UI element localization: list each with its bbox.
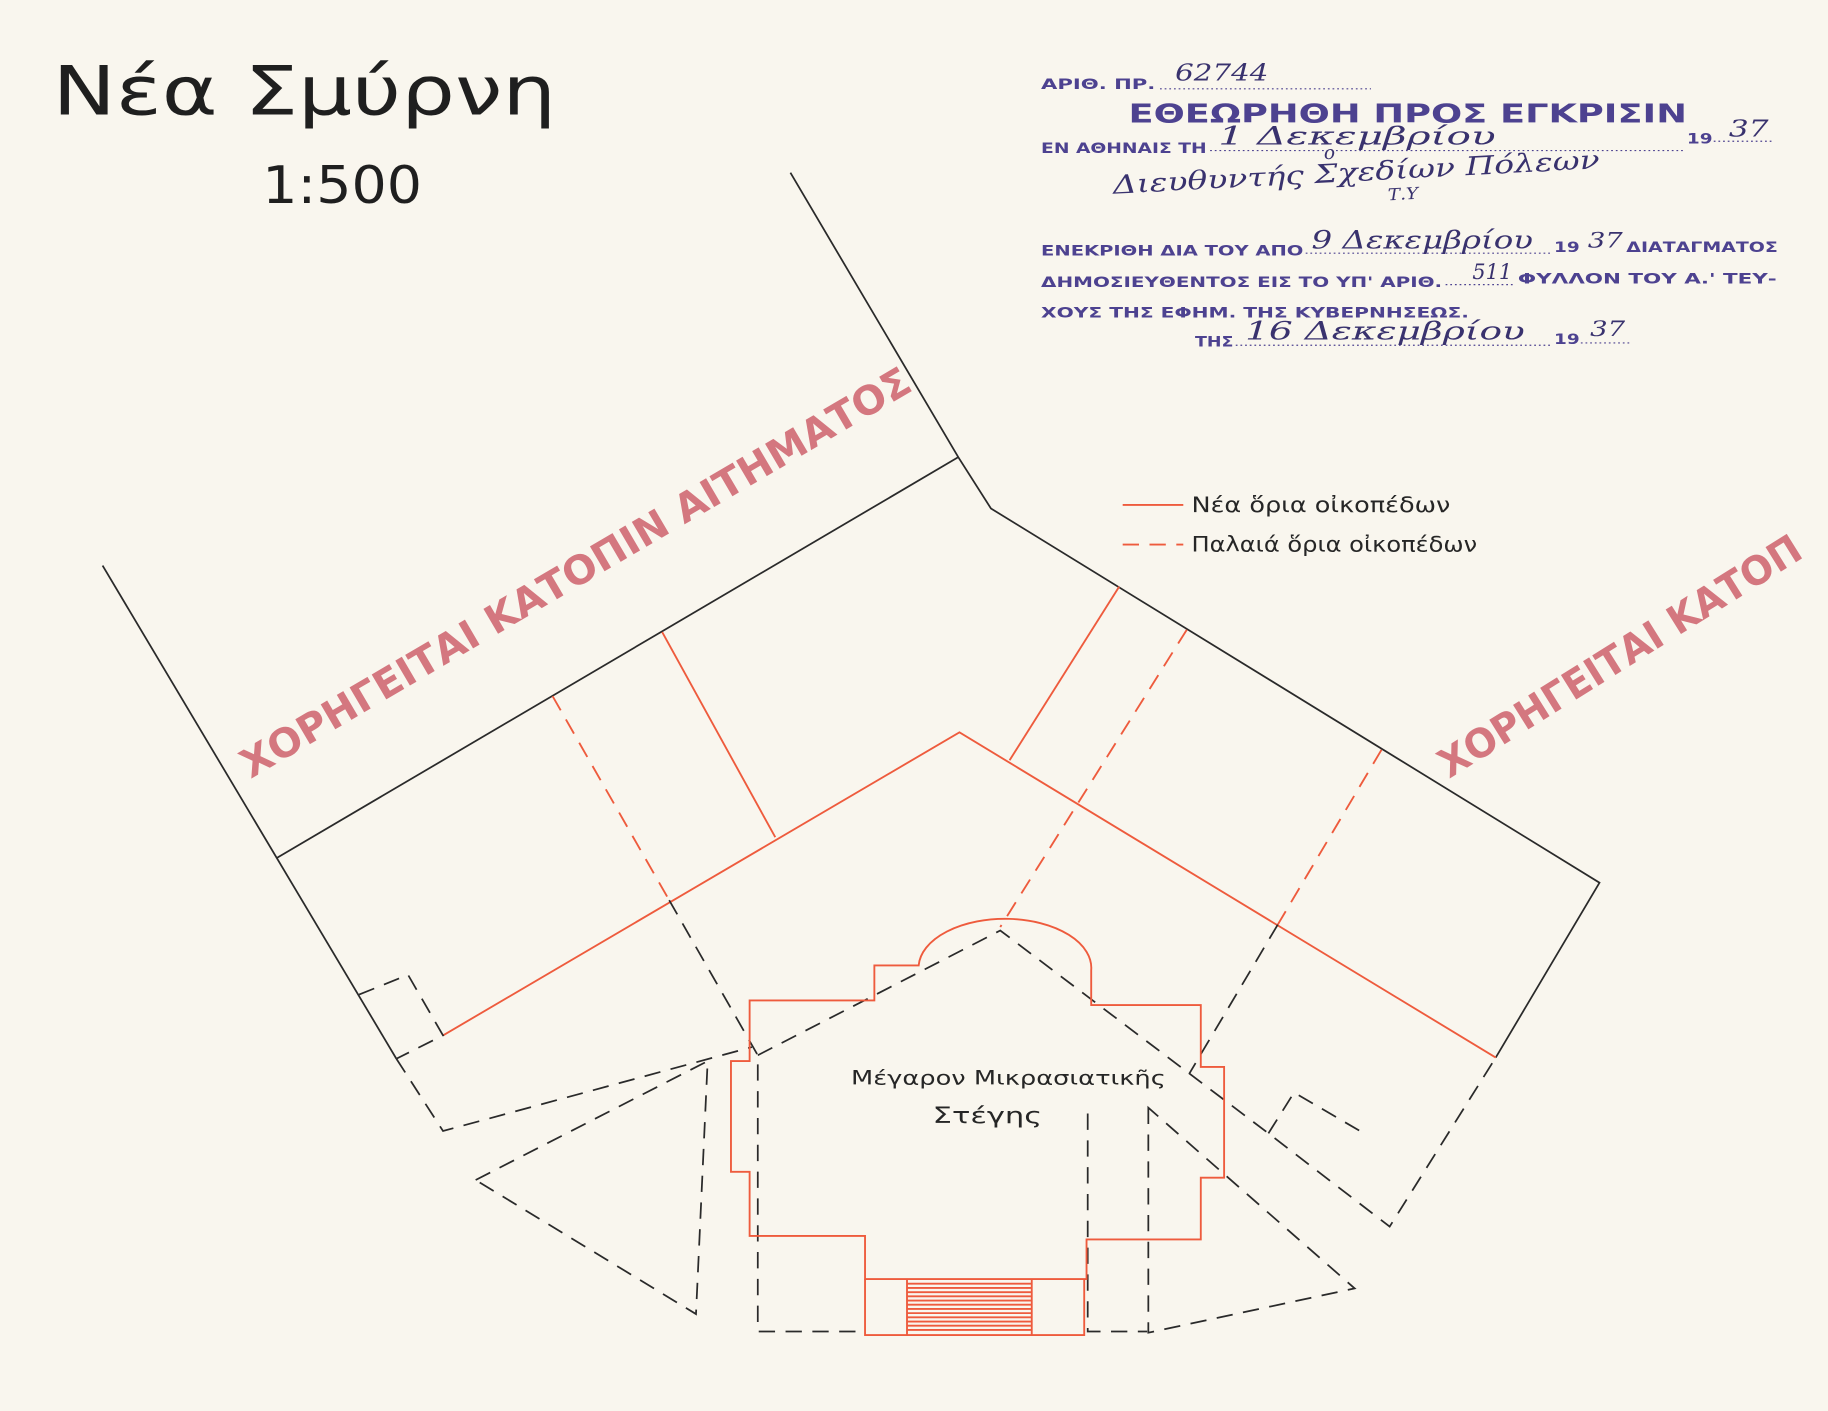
old-plot-triangle-right — [1147, 1105, 1357, 1334]
stamp-approved-label: ΕΝΕΚΡΙΘΗ ΔΙΑ ΤΟΥ ΑΠΟ — [1041, 243, 1303, 259]
street-edge-left — [275, 456, 959, 859]
stamp-decree-label: ΔΙΑΤΑΓΜΑΤΟΣ — [1626, 240, 1778, 256]
map-title: Νέα Σμύρνη — [52, 51, 556, 130]
building-label-line2: Στέγης — [933, 1103, 1043, 1129]
block-edge-left — [101, 565, 398, 1060]
map-scale: 1:500 — [262, 156, 422, 216]
new-boundary-line — [661, 631, 777, 838]
block-outlines — [101, 172, 1601, 1060]
building-stairs-outline — [864, 1279, 1086, 1336]
stamp-place-year: 37 — [1729, 116, 1769, 143]
stamp-approved-date: 9 Δεκεμβρίου — [1312, 226, 1534, 256]
stamp-gazette-date: 16 Δεκεμβρίου — [1245, 316, 1525, 346]
new-boundaries — [442, 586, 1497, 1059]
old-boundary-line — [1267, 1091, 1365, 1135]
stamp-place-year-prefix: 19 — [1687, 132, 1713, 148]
old-plot-square-left — [358, 973, 445, 1060]
old-boundary-line — [551, 695, 670, 901]
old-boundaries-black — [358, 899, 1497, 1334]
stamp-approved-year-prefix: 19 — [1554, 240, 1580, 256]
stamp-approved-year: 37 — [1588, 228, 1624, 252]
stamp-place-date: 1 Δεκεμβρίου — [1218, 122, 1495, 152]
old-plot-triangle-left — [473, 1059, 709, 1316]
stamp-signatory-office: Τ.Υ — [1387, 184, 1421, 205]
old-boundary-line — [999, 629, 1188, 928]
old-boundary-line — [1276, 749, 1383, 926]
stamp-gazette-number: 511 — [1472, 260, 1512, 284]
stamp-gazette-date-label: ΤΗΣ — [1195, 334, 1233, 350]
stamp-gazette-year-prefix: 19 — [1554, 332, 1580, 348]
new-boundary-line — [442, 731, 1497, 1059]
stamp-heading: ΕΘΕΩΡΗΘΗ ΠΡΟΣ ΕΓΚΡΙΣΙΝ — [1129, 100, 1687, 130]
stamp-place-label: ΕΝ ΑΘΗΝΑΙΣ ΤΗ — [1041, 141, 1207, 157]
old-boundary-line — [1086, 1113, 1148, 1333]
stamp-gazette-label-cont: ΧΟΥΣ ΤΗΣ ΕΦΗΜ. ΤΗΣ ΚΥΒΕΡΝΗΣΕΩΣ. — [1041, 305, 1469, 321]
street-edge-right — [789, 172, 1601, 1059]
legend: Νέα ὅρια οἰκοπέδων Παλαιά ὅρια οἰκοπέδων — [1122, 493, 1477, 557]
stairs-hatching — [907, 1282, 1032, 1331]
building-label-line1: Μέγαρον Μικρασιατικῆς — [851, 1066, 1166, 1089]
old-boundary-line — [668, 899, 866, 1333]
legend-old-boundary-label: Παλαιά ὅρια οἰκοπέδων — [1191, 533, 1477, 557]
legend-new-boundary-label: Νέα ὅρια οἰκοπέδων — [1191, 493, 1450, 517]
building-outline — [730, 917, 1226, 1281]
stamp-published-label: ΔΗΜΟΣΙΕΥΘΕΝΤΟΣ ΕΙΣ ΤΟ ΥΠ' ΑΡΙΘ. — [1041, 275, 1442, 291]
old-boundary-line — [395, 1046, 753, 1133]
old-boundary-line — [1188, 924, 1279, 1075]
stamp-signatory-article: ο — [1323, 143, 1335, 165]
stamp-ref-number: 62744 — [1175, 60, 1268, 87]
stamp-ref-label: ΑΡΙΘ. ΠΡ. — [1041, 77, 1155, 93]
stamp-gazette-label: ΦΥΛΛΟΝ ΤΟΥ Α.' ΤΕΥ- — [1518, 271, 1777, 287]
new-boundary-line — [1008, 586, 1120, 761]
building: Μέγαρον Μικρασιατικῆς Στέγης — [730, 917, 1226, 1336]
old-boundaries-red — [551, 629, 1383, 928]
approval-stamp: ΑΡΙΘ. ΠΡ. 62744 ΕΘΕΩΡΗΘΗ ΠΡΟΣ ΕΓΚΡΙΣΙΝ Ε… — [1041, 60, 1778, 351]
stamp-gazette-year: 37 — [1590, 317, 1626, 341]
